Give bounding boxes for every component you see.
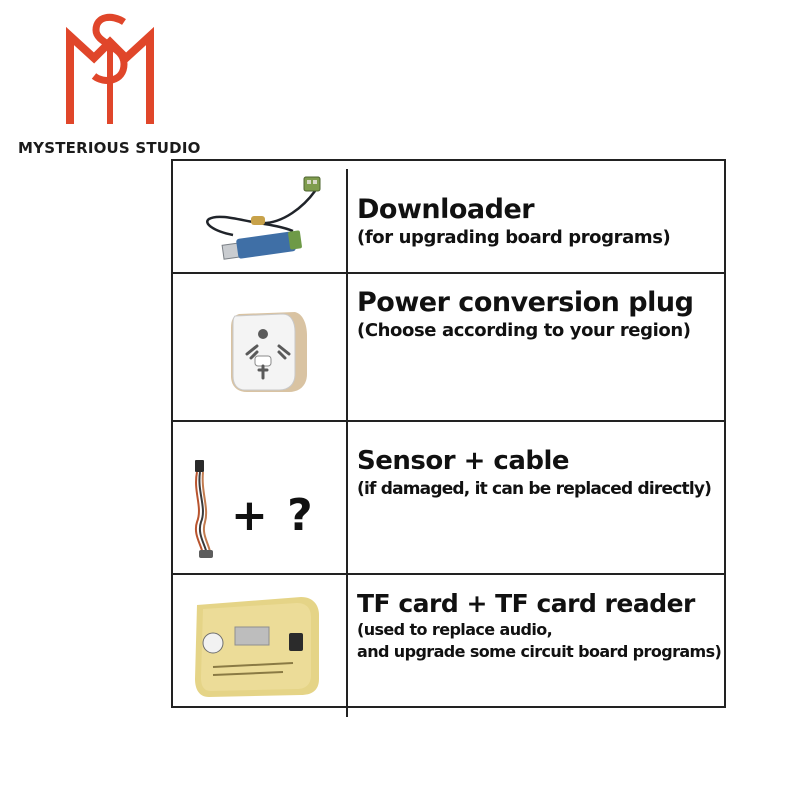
item-title: TF card + TF card reader <box>357 589 695 618</box>
row-divider <box>171 420 726 422</box>
item-description: (used to replace audio, <box>357 620 553 639</box>
table-border-right <box>724 159 726 708</box>
item-title: Downloader <box>357 194 535 225</box>
item-description: and upgrade some circuit board programs) <box>357 642 722 661</box>
table-border-left <box>171 159 173 708</box>
ms-logo-icon <box>66 13 154 124</box>
table-row: Downloader (for upgrading board programs… <box>171 161 726 272</box>
item-description: (for upgrading board programs) <box>357 227 671 248</box>
table-border-bottom <box>171 706 726 708</box>
power-conversion-plug-photo <box>173 274 346 420</box>
brand-name: MYSTERIOUS STUDIO <box>18 139 201 157</box>
sensor-image-caption: + ? <box>231 490 315 541</box>
item-title: Sensor + cable <box>357 446 570 476</box>
column-divider <box>346 169 348 717</box>
sensor-cable-photo: + ? <box>173 422 346 573</box>
usb-downloader-cable-photo <box>173 161 346 272</box>
table-border-top <box>171 159 726 161</box>
table-row: TF card + TF card reader (used to replac… <box>171 575 726 706</box>
table-row: + ? Sensor + cable (if damaged, it can b… <box>171 422 726 573</box>
item-title: Power conversion plug <box>357 287 694 318</box>
row-divider <box>171 573 726 575</box>
table-row: Power conversion plug (Choose according … <box>171 274 726 420</box>
item-description: (Choose according to your region) <box>357 320 691 341</box>
tf-card-reader-package-photo <box>173 575 346 706</box>
brand-logo: MYSTERIOUS STUDIO <box>18 10 200 157</box>
row-divider <box>171 272 726 274</box>
accessories-table: Downloader (for upgrading board programs… <box>171 159 726 717</box>
item-description: (if damaged, it can be replaced directly… <box>357 479 712 499</box>
